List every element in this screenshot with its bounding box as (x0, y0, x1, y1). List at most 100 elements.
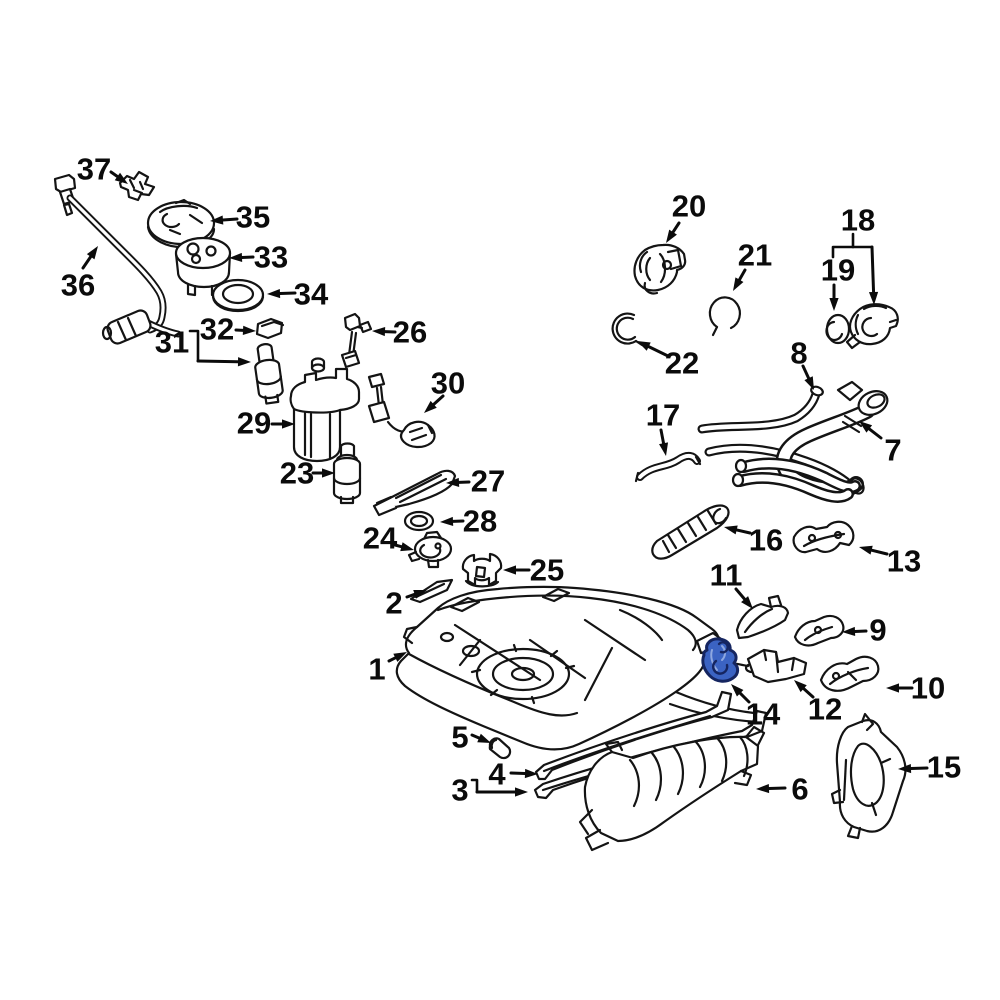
callout-arrow-5 (470, 733, 481, 740)
callout-arrowhead-10 (886, 683, 899, 693)
callout-arrowhead-6 (756, 783, 770, 794)
callout-arrowhead-22 (637, 341, 651, 351)
callout-arrowhead-16 (724, 525, 738, 535)
callout-arrowhead-32 (242, 325, 256, 335)
filler-hose-drawing (704, 443, 854, 489)
part-12-bracket-drawing (746, 648, 808, 684)
callout-arrowhead-31 (237, 357, 251, 367)
callout-label-4: 4 (488, 756, 506, 792)
part-24-valve-drawing (407, 530, 453, 569)
callout-arrow-37 (109, 170, 119, 179)
callout-label-20: 20 (671, 188, 707, 224)
callout-arrowhead-35 (210, 215, 224, 225)
callout-arrowhead-11 (741, 596, 753, 609)
callout-arrowhead-13 (859, 545, 873, 555)
part-10-bracket-drawing (819, 655, 880, 692)
part-15-protector-shield-drawing (830, 712, 907, 840)
part-31-filter-drawing (254, 343, 284, 405)
callout-label-31: 31 (154, 324, 190, 360)
part-17-hose-drawing (634, 451, 702, 483)
callout-arrowhead-23 (322, 468, 335, 478)
callout-arrow-11 (734, 587, 747, 601)
callout-arrow-6 (767, 786, 787, 791)
part-22-snap-ring-drawing (611, 312, 644, 347)
part-9-bracket-drawing (793, 614, 845, 647)
part-34-gasket-ring-drawing (211, 278, 265, 313)
callout-label-3: 3 (451, 772, 469, 808)
callout-label-17: 17 (645, 397, 681, 433)
callout-arrowhead-27 (446, 477, 460, 488)
callout-label-14: 14 (745, 696, 781, 732)
callout-arrowhead-1 (393, 652, 407, 662)
part-32-connector-drawing (255, 317, 285, 340)
callout-arrowhead-15 (898, 763, 912, 774)
callout-label-36: 36 (60, 267, 96, 303)
callout-label-9: 9 (869, 612, 887, 648)
callout-arrow-1 (387, 656, 397, 663)
callout-label-28: 28 (462, 503, 498, 539)
callout-arrowhead-34 (267, 288, 281, 299)
callout-arrowhead-7 (859, 421, 873, 433)
callout-label-8: 8 (790, 335, 808, 371)
part-29-pump-reservoir-drawing (289, 357, 361, 463)
part-20-fuel-cap-drawing (633, 243, 687, 295)
part-6-heat-shield-drawing (578, 725, 766, 852)
filler-lower-hose-drawing (731, 457, 861, 503)
callout-arrow-35 (221, 217, 239, 222)
part-11-bracket-drawing (735, 594, 790, 640)
callout-label-13: 13 (886, 543, 922, 579)
callout-arrow-4 (509, 771, 527, 776)
part-4-tank-strap-drawing (534, 690, 733, 781)
callout-label-11: 11 (709, 557, 743, 593)
callout-arrowhead-20 (666, 229, 677, 243)
callout-arrowhead-2 (413, 589, 427, 599)
part-26-harness-drawing (340, 312, 373, 369)
callout-arrow-14 (738, 691, 751, 704)
callout-arrowhead-17 (659, 442, 669, 456)
callout-arrowhead-3 (515, 787, 528, 797)
callout-arrowhead-14 (731, 684, 744, 697)
callout-arrow-2 (405, 592, 417, 599)
callout-label-21: 21 (737, 237, 773, 273)
callout-arrow-15 (909, 766, 929, 771)
callout-arrowhead-24 (400, 542, 414, 552)
callout-arrow-20 (671, 221, 681, 234)
callout-arrowhead-37 (114, 172, 128, 184)
callout-label-32: 32 (199, 311, 235, 347)
callout-arrowhead-29 (282, 419, 295, 429)
callout-bracket-3 (470, 778, 479, 794)
callout-arrow-18 (870, 245, 876, 294)
callout-arrowhead-9 (842, 626, 856, 637)
part-25-clamp-drawing (461, 552, 503, 588)
callout-label-1: 1 (368, 651, 386, 687)
callout-arrow-7 (867, 427, 883, 440)
callout-bracket-18 (831, 245, 874, 259)
callout-arrowhead-33 (229, 252, 243, 263)
callout-label-18: 18 (840, 202, 876, 238)
callout-label-19: 19 (820, 252, 856, 288)
callout-arrow-21 (737, 268, 747, 282)
callout-label-26: 26 (392, 314, 428, 350)
callout-arrowhead-18 (868, 291, 879, 305)
callout-arrowhead-12 (794, 680, 807, 693)
callout-arrow-12 (802, 687, 815, 699)
callout-label-33: 33 (253, 239, 289, 275)
callout-arrowhead-5 (477, 733, 491, 743)
part-5-cushion-drawing (488, 737, 512, 760)
callout-arrow-30 (432, 394, 445, 406)
callout-arrowhead-28 (440, 516, 454, 527)
callout-arrow-8 (801, 364, 811, 380)
callout-label-25: 25 (529, 552, 565, 588)
part-23-fuel-pump-drawing (332, 442, 362, 505)
callout-label-22: 22 (664, 345, 700, 381)
callout-arrowhead-21 (733, 277, 744, 291)
callout-arrowhead-25 (503, 565, 516, 575)
part-37-clamp-drawing (118, 170, 156, 202)
part-27-bracket-drawing (372, 469, 457, 517)
part-13-bracket-drawing (792, 520, 855, 554)
part-19-cap-gasket-drawing (825, 313, 851, 345)
callout-label-37: 37 (76, 151, 112, 187)
callout-bracket-31 (188, 329, 200, 363)
